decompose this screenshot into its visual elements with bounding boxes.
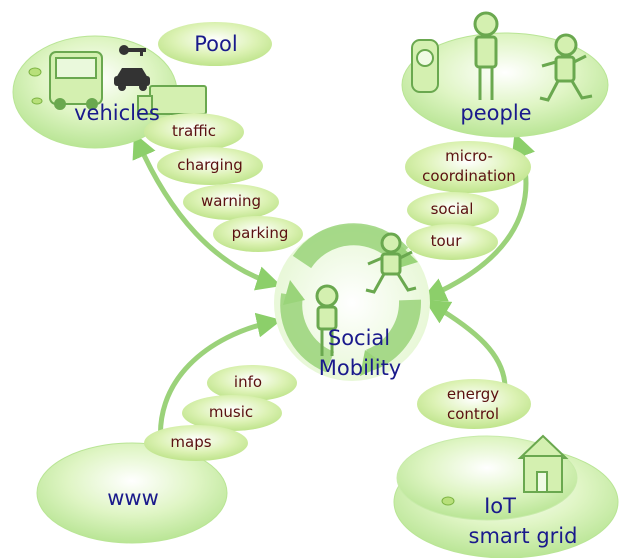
vehicle-service-bubbles — [144, 113, 303, 252]
people-service-bubbles — [405, 141, 531, 260]
arrow-vehicles-center — [132, 132, 282, 291]
www-node — [36, 442, 228, 544]
car-icon — [114, 68, 150, 91]
service-bubble — [144, 425, 248, 461]
vehicles-node — [12, 22, 272, 149]
standing-person-icon — [315, 284, 339, 356]
arrow-www-center — [147, 312, 282, 462]
service-bubble — [417, 379, 531, 429]
service-bubble — [207, 365, 297, 401]
service-bubble — [183, 184, 279, 220]
light-icon — [441, 496, 455, 506]
service-bubble — [182, 395, 282, 431]
running-person-icon — [365, 232, 417, 294]
iot-service-bubbles — [417, 379, 531, 429]
standing-person-icon — [473, 11, 499, 100]
social-mobility-hub — [274, 223, 430, 381]
light-icon — [28, 67, 43, 105]
service-bubble — [157, 147, 263, 185]
service-bubble — [405, 141, 531, 193]
truck-icon — [49, 51, 103, 110]
www-service-bubbles — [144, 365, 297, 461]
service-bubble — [213, 216, 303, 252]
service-bubble — [407, 192, 499, 228]
pool-bubble — [158, 22, 272, 66]
mobile-phone-icon — [411, 39, 439, 93]
key-icon — [119, 45, 146, 56]
running-person-icon — [539, 33, 593, 102]
service-bubble — [144, 113, 244, 151]
service-bubble — [406, 224, 498, 260]
people-node — [401, 11, 609, 138]
house-icon — [517, 434, 569, 493]
iot-node — [393, 434, 619, 558]
arrow-iot-center — [424, 299, 508, 391]
